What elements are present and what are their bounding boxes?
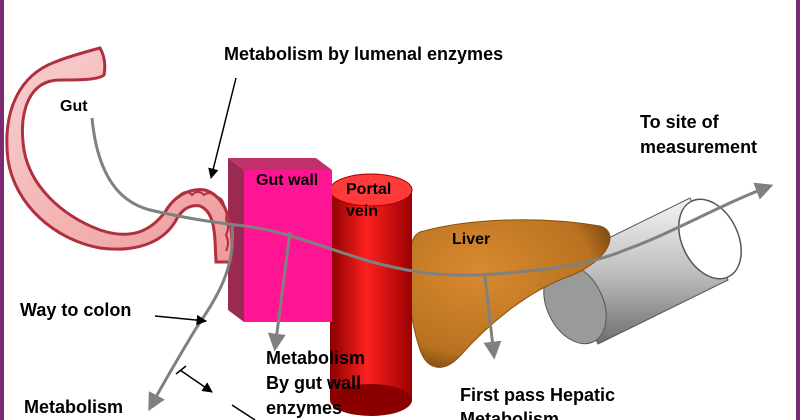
first-pass-label-line2: Metabolism xyxy=(460,409,560,420)
gutwall-metabolism-label-line3: enzymes xyxy=(266,398,343,418)
gut-wall-label: Gut wall xyxy=(256,172,319,189)
bottom-metabolism-label: Metabolism xyxy=(24,397,124,417)
portal-vein-cylinder xyxy=(329,173,413,416)
gut-rugae xyxy=(179,191,229,252)
gutwall-metabolism-label-line1: Metabolism xyxy=(266,348,366,368)
gutwall-metabolism-label-line2: By gut wall xyxy=(266,373,362,393)
to-site-label-line1: To site of xyxy=(640,112,719,132)
colon-pointer-arrow xyxy=(154,314,208,326)
hepatic-branch-line xyxy=(483,275,502,360)
first-pass-label-line1: First pass Hepatic xyxy=(460,385,616,405)
gutwall-branch-line xyxy=(267,231,292,352)
left-border xyxy=(0,0,4,420)
lumenal-pointer-arrow xyxy=(208,77,237,180)
portal-vein-label-line1: Portal xyxy=(346,181,392,198)
right-border xyxy=(796,0,800,420)
drug-path-line xyxy=(90,117,774,277)
liver-label: Liver xyxy=(452,231,491,248)
gut-shape xyxy=(5,46,234,264)
portal-vein-label-line2: vein xyxy=(346,203,379,220)
bottom-lower-line xyxy=(231,404,256,420)
gut-label: Gut xyxy=(60,98,88,115)
way-to-colon-label: Way to colon xyxy=(20,300,132,320)
bottom-pointer-arrow xyxy=(179,369,213,393)
lumenal-enzymes-label: Metabolism by lumenal enzymes xyxy=(224,44,504,64)
to-site-label-line2: measurement xyxy=(640,137,758,157)
bottom-tick-mark xyxy=(175,365,187,375)
colon-branch-line xyxy=(148,225,234,412)
